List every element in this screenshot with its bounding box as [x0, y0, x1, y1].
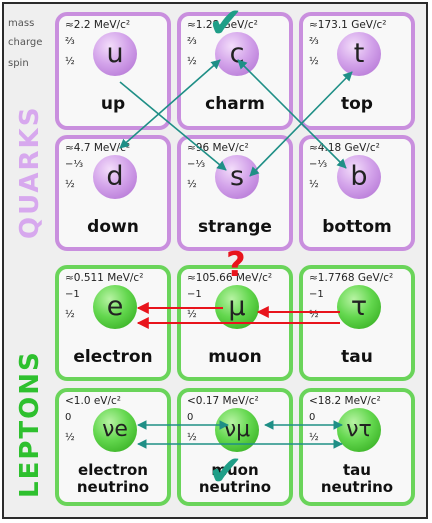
charge-value: ⅔: [187, 36, 197, 47]
particle-name: tau: [341, 347, 373, 367]
particle-name: muon neutrino: [198, 461, 272, 496]
charge-value: −1: [187, 289, 202, 300]
spin-value: ½: [187, 309, 197, 320]
particle-name: muon: [208, 347, 262, 367]
charge-value: 0: [65, 412, 72, 423]
charge-value: 0: [309, 412, 316, 423]
spin-value: ½: [65, 56, 75, 67]
charge-value: −⅓: [65, 159, 84, 170]
mass-value: ≈173.1 GeV/c²: [309, 19, 387, 31]
spin-value: ½: [187, 432, 197, 443]
check-icon-muon-neutrino: ✔: [208, 446, 244, 495]
spin-value: ½: [65, 432, 75, 443]
charge-value: −⅓: [187, 159, 206, 170]
spin-value: ½: [187, 179, 197, 190]
mass-value: <1.0 eV/c²: [65, 395, 121, 407]
charge-value: −1: [65, 289, 80, 300]
mass-value: ≈1.28 GeV/c²: [187, 19, 258, 31]
charge-value: ⅔: [65, 36, 75, 47]
mass-value: ≈1.7768 GeV/c²: [309, 272, 394, 284]
mixing-arrow-c-b: [237, 59, 347, 169]
particle-name: down: [87, 217, 139, 237]
spin-value: ½: [309, 432, 319, 443]
spin-value: ½: [65, 309, 75, 320]
particle-name: strange: [198, 217, 272, 237]
mass-value: <0.17 MeV/c²: [187, 395, 259, 407]
spin-value: ½: [65, 179, 75, 190]
row-label-mass: mass: [8, 18, 35, 29]
spin-value: ½: [309, 309, 319, 320]
particle-name: electron: [73, 347, 153, 367]
mass-value: ≈0.511 MeV/c²: [65, 272, 144, 284]
particle-card-electron: ≈0.511 MeV/c² −1 ½ e electron: [55, 265, 171, 381]
row-label-spin: spin: [8, 58, 29, 69]
particle-card-up: ≈2.2 MeV/c² ⅔ ½ u up: [55, 12, 171, 130]
particle-symbol: τ: [337, 285, 381, 329]
particle-symbol: d: [93, 155, 137, 199]
particle-symbol: b: [337, 155, 381, 199]
check-icon-charm: ✔: [208, 0, 244, 47]
mixing-arrow-t-s: [249, 71, 353, 177]
charge-value: −1: [309, 289, 324, 300]
mass-value: ≈4.7 MeV/c²: [65, 142, 131, 154]
row-label-charge: charge: [8, 37, 43, 48]
particle-name: up: [100, 94, 126, 114]
mixing-arrow-c-d: [119, 59, 221, 149]
charge-value: ⅔: [309, 36, 319, 47]
particle-name: tau neutrino: [320, 461, 394, 496]
particle-name: bottom: [322, 217, 392, 237]
particle-name: electron neutrino: [76, 461, 150, 496]
mass-value: ≈105.66 MeV/c²: [187, 272, 273, 284]
mixing-arrow-u-s: [119, 81, 227, 171]
particle-symbol: ντ: [337, 408, 381, 452]
particle-card-down: ≈4.7 MeV/c² −⅓ ½ d down: [55, 135, 171, 251]
particle-symbol: e: [93, 285, 137, 329]
particle-symbol: νe: [93, 408, 137, 452]
mass-value: ≈2.2 MeV/c²: [65, 19, 131, 31]
mass-value: <18.2 MeV/c²: [309, 395, 381, 407]
charge-value: 0: [187, 412, 194, 423]
spin-value: ½: [309, 179, 319, 190]
question-mark-icon: ?: [226, 245, 246, 285]
